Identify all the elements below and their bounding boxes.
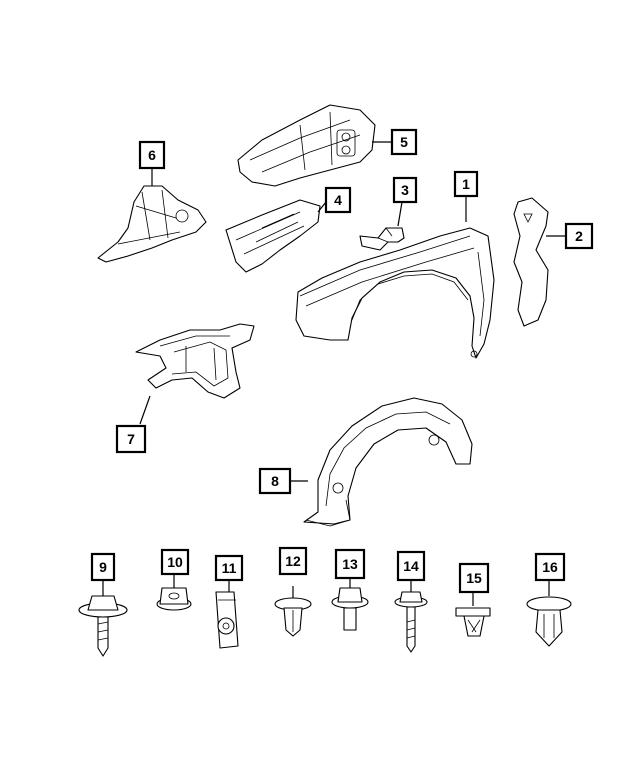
callout-label-5: 5 xyxy=(400,134,408,150)
callout-8: 8 xyxy=(258,467,292,495)
part-15-panel-clip xyxy=(455,607,491,637)
part-7-support-frame xyxy=(135,323,255,399)
leader-7 xyxy=(139,395,151,425)
part-3-bracket xyxy=(359,227,405,251)
part-9-flange-bolt xyxy=(78,595,128,657)
callout-label-13: 13 xyxy=(342,556,358,572)
callout-4: 4 xyxy=(324,186,352,214)
callout-label-1: 1 xyxy=(462,176,470,192)
callout-7: 7 xyxy=(115,424,147,454)
part-11-u-nut-clip xyxy=(215,591,239,649)
callout-label-15: 15 xyxy=(466,570,482,586)
part-6-support-bracket xyxy=(97,185,207,263)
callout-label-10: 10 xyxy=(167,554,183,570)
callout-label-3: 3 xyxy=(401,182,409,198)
callout-label-8: 8 xyxy=(271,473,279,489)
callout-16: 16 xyxy=(534,552,566,582)
callout-1: 1 xyxy=(453,170,479,198)
leader-4 xyxy=(317,201,327,213)
callout-label-6: 6 xyxy=(148,147,156,163)
callout-label-16: 16 xyxy=(542,559,558,575)
callout-15: 15 xyxy=(458,562,490,594)
part-5-apron-upper-panel xyxy=(237,104,376,187)
callout-label-7: 7 xyxy=(127,431,135,447)
callout-label-11: 11 xyxy=(222,560,237,576)
callout-14: 14 xyxy=(396,550,426,582)
part-1-front-fender xyxy=(295,227,495,359)
callout-label-4: 4 xyxy=(334,192,342,208)
leader-3 xyxy=(397,201,403,227)
callout-3: 3 xyxy=(392,176,418,204)
callout-2: 2 xyxy=(564,222,594,250)
callout-label-14: 14 xyxy=(403,558,419,574)
part-4-apron-reinforcement xyxy=(225,199,321,273)
part-2-fender-seal xyxy=(513,197,549,327)
callout-5: 5 xyxy=(390,128,418,156)
part-12-push-grommet xyxy=(274,597,312,637)
callout-label-2: 2 xyxy=(575,228,583,244)
callout-9: 9 xyxy=(90,552,116,582)
callout-6: 6 xyxy=(138,140,166,170)
part-8-wheelhouse-liner xyxy=(303,397,473,527)
part-16-push-retainer xyxy=(526,596,572,647)
callout-label-9: 9 xyxy=(99,559,107,575)
callout-13: 13 xyxy=(334,548,366,580)
callout-10: 10 xyxy=(160,548,190,576)
part-10-flange-nut xyxy=(156,587,192,611)
callout-11: 11 xyxy=(214,554,244,582)
part-14-stud-bolt xyxy=(394,591,428,653)
callout-label-12: 12 xyxy=(285,553,301,569)
callout-12: 12 xyxy=(278,546,308,576)
part-13-hex-bolt xyxy=(331,587,369,631)
